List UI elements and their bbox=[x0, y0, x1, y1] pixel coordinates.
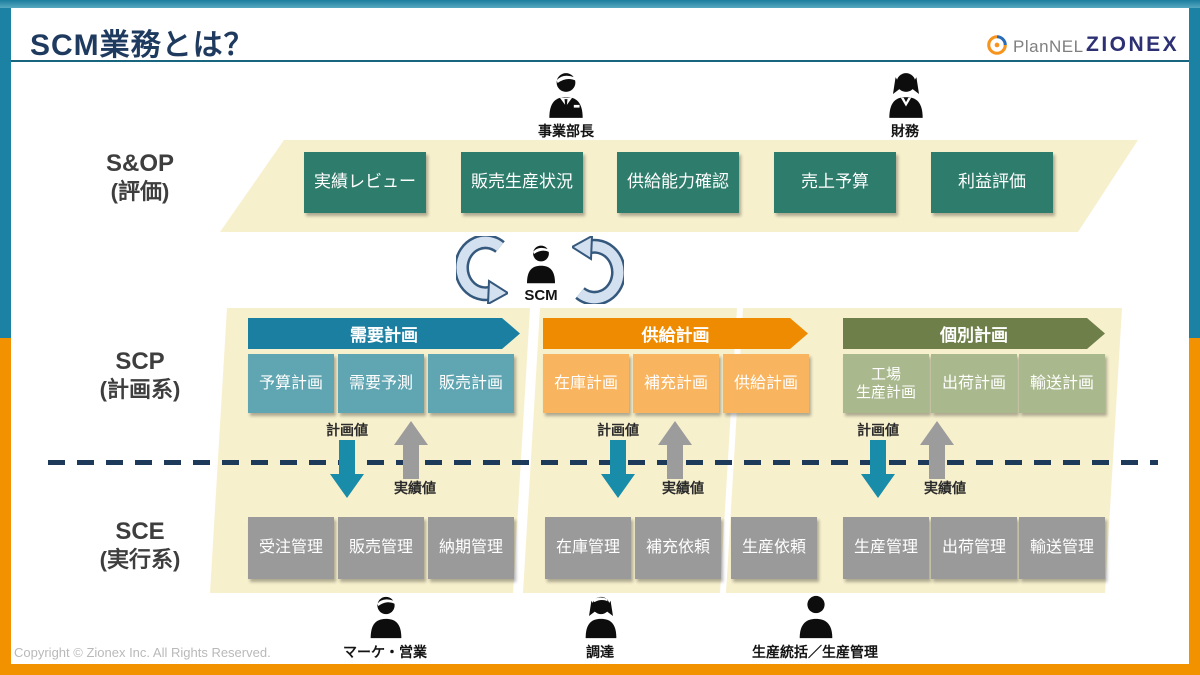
frame-right-bar-orange bbox=[1189, 338, 1200, 665]
zionex-logo-text: ZIONEX bbox=[1086, 33, 1180, 56]
plan-down-arrow-3 bbox=[861, 440, 895, 498]
actor-label-finance: 財務 bbox=[891, 123, 919, 139]
actor-label-production-control: 生産統括／生産管理 bbox=[752, 644, 878, 660]
title-divider bbox=[11, 60, 1189, 62]
production-person-icon bbox=[793, 594, 839, 640]
cycle-arrow-left-icon bbox=[456, 236, 508, 304]
scp-box-factory-production-plan: 工場 生産計画 bbox=[843, 354, 929, 413]
page-title: SCM業務とは？ bbox=[30, 29, 255, 62]
sce-box-shipping-management: 出荷管理 bbox=[931, 517, 1017, 579]
flow-plan-label-3: 計画値 bbox=[857, 422, 899, 438]
plannel-logo-icon bbox=[986, 34, 1008, 56]
marketing-man-icon bbox=[363, 594, 409, 640]
sop-box-performance-review: 実績レビュー bbox=[304, 152, 426, 213]
row-label-sce: SCE (実行系) bbox=[50, 518, 230, 573]
row-label-sop-line1: S&OP bbox=[105, 150, 174, 177]
sce-box-transport-management: 輸送管理 bbox=[1019, 517, 1105, 579]
row-label-sop: S&OP (評価) bbox=[50, 150, 230, 205]
row-label-scp-line2: (計画系) bbox=[99, 376, 181, 402]
flow-actual-label-2: 実績値 bbox=[662, 480, 704, 496]
sce-box-replenishment-request: 補充依頼 bbox=[635, 517, 721, 579]
sop-box-supply-capacity-check: 供給能力確認 bbox=[617, 152, 739, 213]
frame-left-bar-teal bbox=[0, 8, 11, 338]
scp-header-demand-planning: 需要計画 bbox=[248, 318, 520, 349]
sop-box-profit-evaluation: 利益評価 bbox=[931, 152, 1053, 213]
flow-plan-label-2: 計画値 bbox=[597, 422, 639, 438]
plan-down-arrow-2 bbox=[601, 440, 635, 498]
scm-label: SCM bbox=[524, 287, 558, 304]
sce-box-order-management: 受注管理 bbox=[248, 517, 334, 579]
flow-plan-label-1: 計画値 bbox=[326, 422, 368, 438]
frame-bottom-bar bbox=[0, 664, 1200, 675]
frame-left-bar-orange bbox=[0, 338, 11, 665]
scp-box-budget-plan: 予算計画 bbox=[248, 354, 334, 413]
plan-down-arrow-1 bbox=[330, 440, 364, 498]
sce-box-sales-management: 販売管理 bbox=[338, 517, 424, 579]
businesswoman-icon bbox=[881, 70, 931, 120]
row-label-sop-line2: (評価) bbox=[110, 178, 170, 204]
actor-label-division-head: 事業部長 bbox=[538, 123, 594, 139]
actor-label-marketing-sales: マーケ・営業 bbox=[343, 644, 427, 660]
procurement-woman-icon bbox=[578, 594, 624, 640]
scp-box-replenishment-plan: 補充計画 bbox=[633, 354, 719, 413]
cycle-arrow-right-icon bbox=[572, 236, 624, 304]
flow-actual-label-1: 実績値 bbox=[394, 480, 436, 496]
row-label-sce-line2: (実行系) bbox=[99, 546, 181, 572]
plannel-logo-text: PlanNEL bbox=[1013, 37, 1084, 56]
sop-box-sales-budget: 売上予算 bbox=[774, 152, 896, 213]
flow-actual-label-3: 実績値 bbox=[924, 480, 966, 496]
frame-right-bar-teal bbox=[1189, 8, 1200, 338]
scp-box-demand-forecast: 需要予測 bbox=[338, 354, 424, 413]
sce-box-inventory-management: 在庫管理 bbox=[545, 517, 631, 579]
plan-actual-divider-line bbox=[48, 460, 1158, 465]
scp-box-supply-plan: 供給計画 bbox=[723, 354, 809, 413]
row-label-sce-line1: SCE bbox=[115, 518, 165, 545]
sop-box-sales-production-status: 販売生産状況 bbox=[461, 152, 583, 213]
businessman-icon bbox=[541, 70, 591, 120]
scp-box-shipping-plan: 出荷計画 bbox=[931, 354, 1017, 413]
frame-top-bar bbox=[0, 0, 1200, 8]
scp-header-individual-planning: 個別計画 bbox=[843, 318, 1105, 349]
sce-box-delivery-management: 納期管理 bbox=[428, 517, 514, 579]
scp-box-transport-plan: 輸送計画 bbox=[1019, 354, 1105, 413]
actor-label-procurement: 調達 bbox=[586, 644, 614, 660]
copyright-text: Copyright © Zionex Inc. All Rights Reser… bbox=[14, 645, 271, 660]
row-label-scp: SCP (計画系) bbox=[50, 348, 230, 403]
sce-box-production-request: 生産依頼 bbox=[731, 517, 817, 579]
scp-box-inventory-plan: 在庫計画 bbox=[543, 354, 629, 413]
sce-box-production-management: 生産管理 bbox=[843, 517, 929, 579]
row-label-scp-line1: SCP bbox=[115, 348, 165, 375]
actual-up-arrow-3 bbox=[920, 421, 954, 479]
scp-header-supply-planning: 供給計画 bbox=[543, 318, 808, 349]
actual-up-arrow-1 bbox=[394, 421, 428, 479]
scm-man-icon bbox=[520, 241, 562, 287]
actual-up-arrow-2 bbox=[658, 421, 692, 479]
scp-box-sales-plan: 販売計画 bbox=[428, 354, 514, 413]
